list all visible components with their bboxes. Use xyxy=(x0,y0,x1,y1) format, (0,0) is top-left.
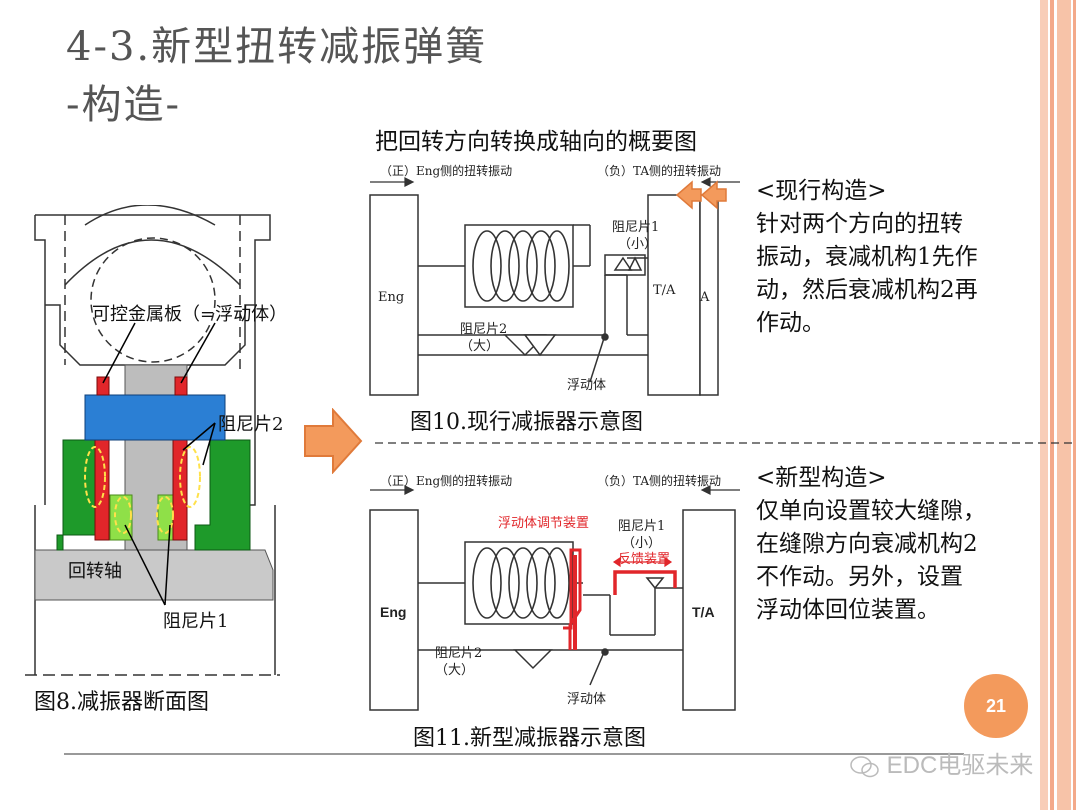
fig11-eng: Eng xyxy=(380,604,407,620)
watermark-text: EDC电驱未来 xyxy=(886,752,1034,779)
fig10-damper2-line2: （大） xyxy=(460,339,500,354)
fig11-damper1-line1: 阻尼片1 xyxy=(618,519,666,534)
watermark: EDC电驱未来 xyxy=(850,745,1033,780)
fig11-caption: 图11.新型减振器示意图 xyxy=(413,726,646,751)
page-number-badge: 21 xyxy=(964,674,1028,738)
diagram-heading: 把回转方向转换成轴向的概要图 xyxy=(375,129,697,155)
bottom-rule xyxy=(64,753,964,755)
fig10-a: A xyxy=(700,290,710,305)
fig10-caption: 图10.现行减振器示意图 xyxy=(410,410,643,435)
fig11-adjust-label: 浮动体调节装置 xyxy=(498,516,590,531)
label-shaft: 回转轴 xyxy=(68,561,122,582)
current-heading: <现行构造> xyxy=(756,178,887,204)
label-damper2: 阻尼片2 xyxy=(218,414,284,435)
fig10-diagram xyxy=(369,177,740,396)
fig11-ta: T/A xyxy=(692,604,715,620)
current-structure-text: <现行构造> 针对两个方向的扭转 振动，衰减机构1先作 动，然后衰减机构2再 作… xyxy=(756,175,1026,340)
new-heading: <新型构造> xyxy=(756,465,887,491)
current-line: 振动，衰减机构1先作 xyxy=(756,244,978,270)
fig10-floating: 浮动体 xyxy=(567,378,607,393)
fig11-damper2-line2: （大） xyxy=(435,663,475,678)
new-line: 在缝隙方向衰减机构2 xyxy=(756,531,978,557)
fig11-floating: 浮动体 xyxy=(567,692,607,707)
wechat-icon xyxy=(850,755,879,777)
label-damper1: 阻尼片1 xyxy=(163,611,229,632)
slide-subtitle: -构造- xyxy=(66,82,182,128)
fig10-damper1-line2: （小） xyxy=(618,237,658,252)
new-structure-text: <新型构造> 仅单向设置较大缝隙， 在缝隙方向衰减机构2 不作动。另外，设置 浮… xyxy=(756,462,1026,627)
fig11-damper2-line1: 阻尼片2 xyxy=(435,646,483,661)
current-line: 针对两个方向的扭转 xyxy=(756,211,963,237)
fig11-eng-label: （正）Eng侧的扭转振动 xyxy=(380,474,513,488)
fig11-damper1-line2: （小） xyxy=(622,536,662,551)
new-line: 浮动体回位装置。 xyxy=(756,597,940,623)
fig11-feedback-label: 反馈装置 xyxy=(618,552,671,567)
fig11-ta-label: （负）TA侧的扭转振动 xyxy=(597,474,722,488)
fig11-diagram xyxy=(369,485,740,711)
new-line: 不作动。另外，设置 xyxy=(756,564,963,590)
damper-section-figure xyxy=(25,205,280,676)
decorative-stripes xyxy=(1040,0,1076,810)
slide-title: 4-3.新型扭转减振弹簧 xyxy=(66,24,488,70)
fig10-damper2-line1: 阻尼片2 xyxy=(460,322,508,337)
section-divider xyxy=(375,442,1075,444)
orange-arrow-icon xyxy=(304,408,363,474)
new-line: 仅单向设置较大缝隙， xyxy=(756,498,986,524)
fig10-ta: T/A xyxy=(653,283,676,298)
current-line: 动，然后衰减机构2再 xyxy=(756,277,978,303)
fig10-damper1-line1: 阻尼片1 xyxy=(612,220,660,235)
label-float-plate: 可控金属板（=浮动体） xyxy=(92,304,288,325)
fig10-ta-label: （负）TA侧的扭转振动 xyxy=(597,164,722,178)
current-line: 作动。 xyxy=(756,310,825,336)
fig10-eng-label: （正）Eng侧的扭转振动 xyxy=(380,164,513,178)
fig10-eng: Eng xyxy=(378,290,405,305)
section-figure-caption: 图8.减振器断面图 xyxy=(34,690,209,715)
